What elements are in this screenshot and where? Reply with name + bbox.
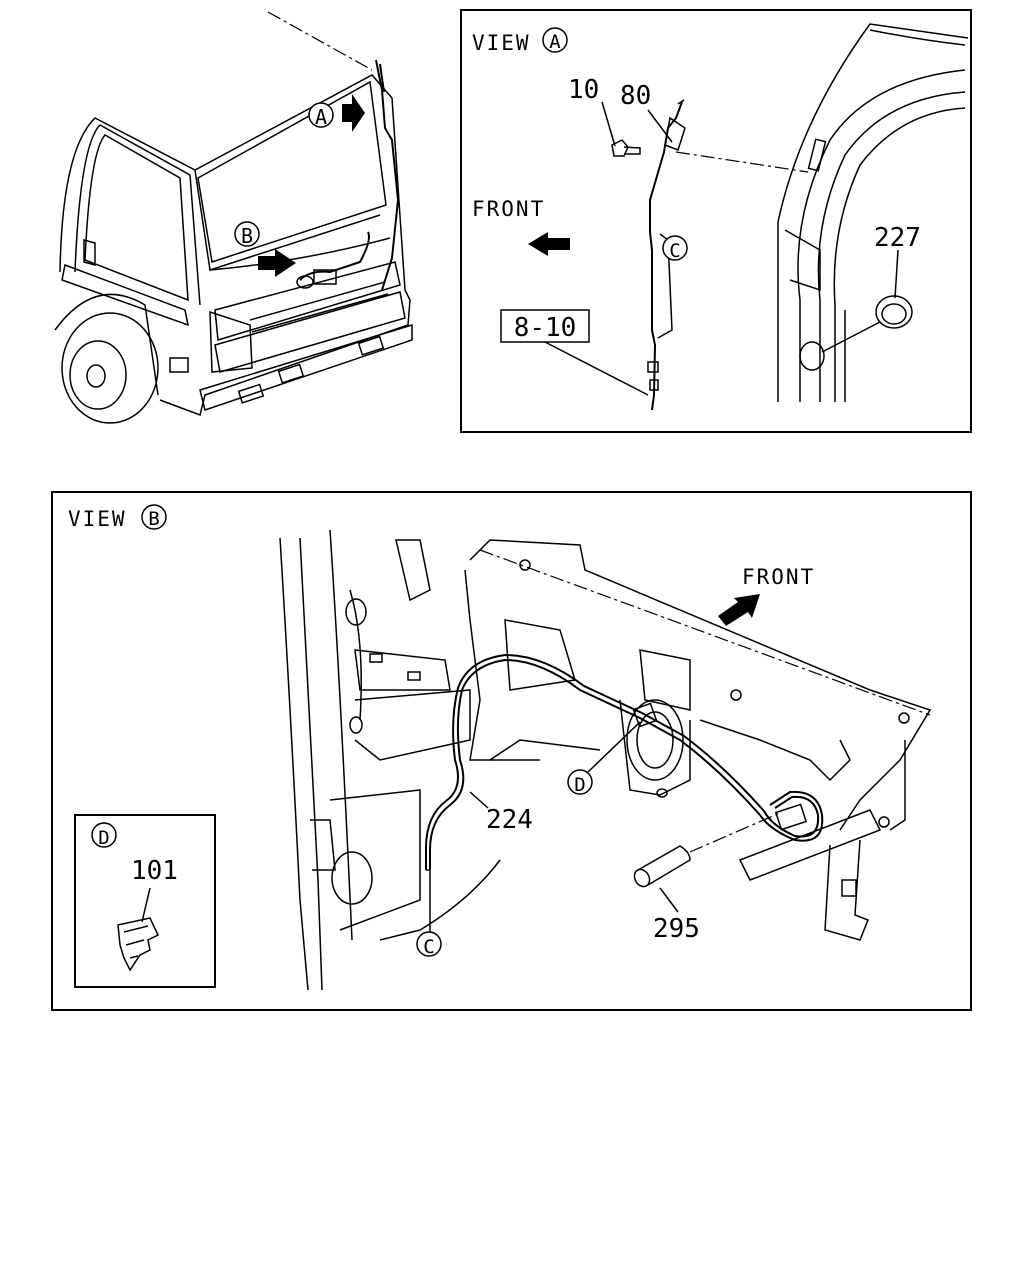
view-b-connector-c: C [416, 931, 442, 958]
svg-text:D: D [574, 774, 585, 796]
antenna-assembly [601, 99, 809, 411]
svg-text:C: C [669, 240, 680, 262]
svg-text:A: A [549, 31, 561, 53]
overview-marker-b: B [234, 221, 260, 248]
view-a-connector-c: C [662, 235, 688, 262]
svg-text:B: B [148, 508, 159, 530]
clip-101 [117, 887, 159, 972]
grommet-227 [821, 249, 913, 353]
svg-text:C: C [423, 936, 434, 958]
view-a-front-arrow [528, 232, 570, 256]
view-b-title: VIEW [68, 507, 127, 531]
part-label-227: 227 [874, 223, 921, 253]
detail-d-marker: D [91, 822, 117, 849]
part-label-10: 10 [568, 75, 599, 105]
view-b-connector-d: D [567, 769, 593, 796]
svg-text:8-10: 8-10 [514, 313, 577, 343]
tube-295 [633, 811, 783, 913]
view-a-body-pillar [777, 23, 969, 402]
detail-d-panel [74, 814, 216, 988]
svg-text:B: B [241, 224, 253, 248]
harness-224 [425, 653, 824, 935]
view-a-title: VIEW [472, 31, 531, 55]
svg-text:D: D [98, 827, 109, 849]
svg-text:A: A [315, 105, 327, 129]
view-a-panel [460, 9, 972, 433]
part-label-101: 101 [131, 856, 178, 886]
part-label-295: 295 [653, 914, 700, 944]
view-b-chassis [279, 529, 932, 991]
view-b-marker: B [141, 504, 167, 530]
view-a-marker: A [542, 27, 568, 53]
part-label-8-10: 8-10 [500, 309, 590, 343]
part-label-80: 80 [620, 81, 651, 111]
part-label-224: 224 [486, 805, 533, 835]
truck-overview [54, 11, 413, 424]
view-b-front-arrow [718, 594, 760, 626]
view-b-panel [51, 491, 972, 1011]
view-b-front-label: FRONT [742, 565, 815, 589]
overview-marker-a: A [308, 102, 334, 129]
view-a-front-label: FRONT [472, 197, 545, 221]
